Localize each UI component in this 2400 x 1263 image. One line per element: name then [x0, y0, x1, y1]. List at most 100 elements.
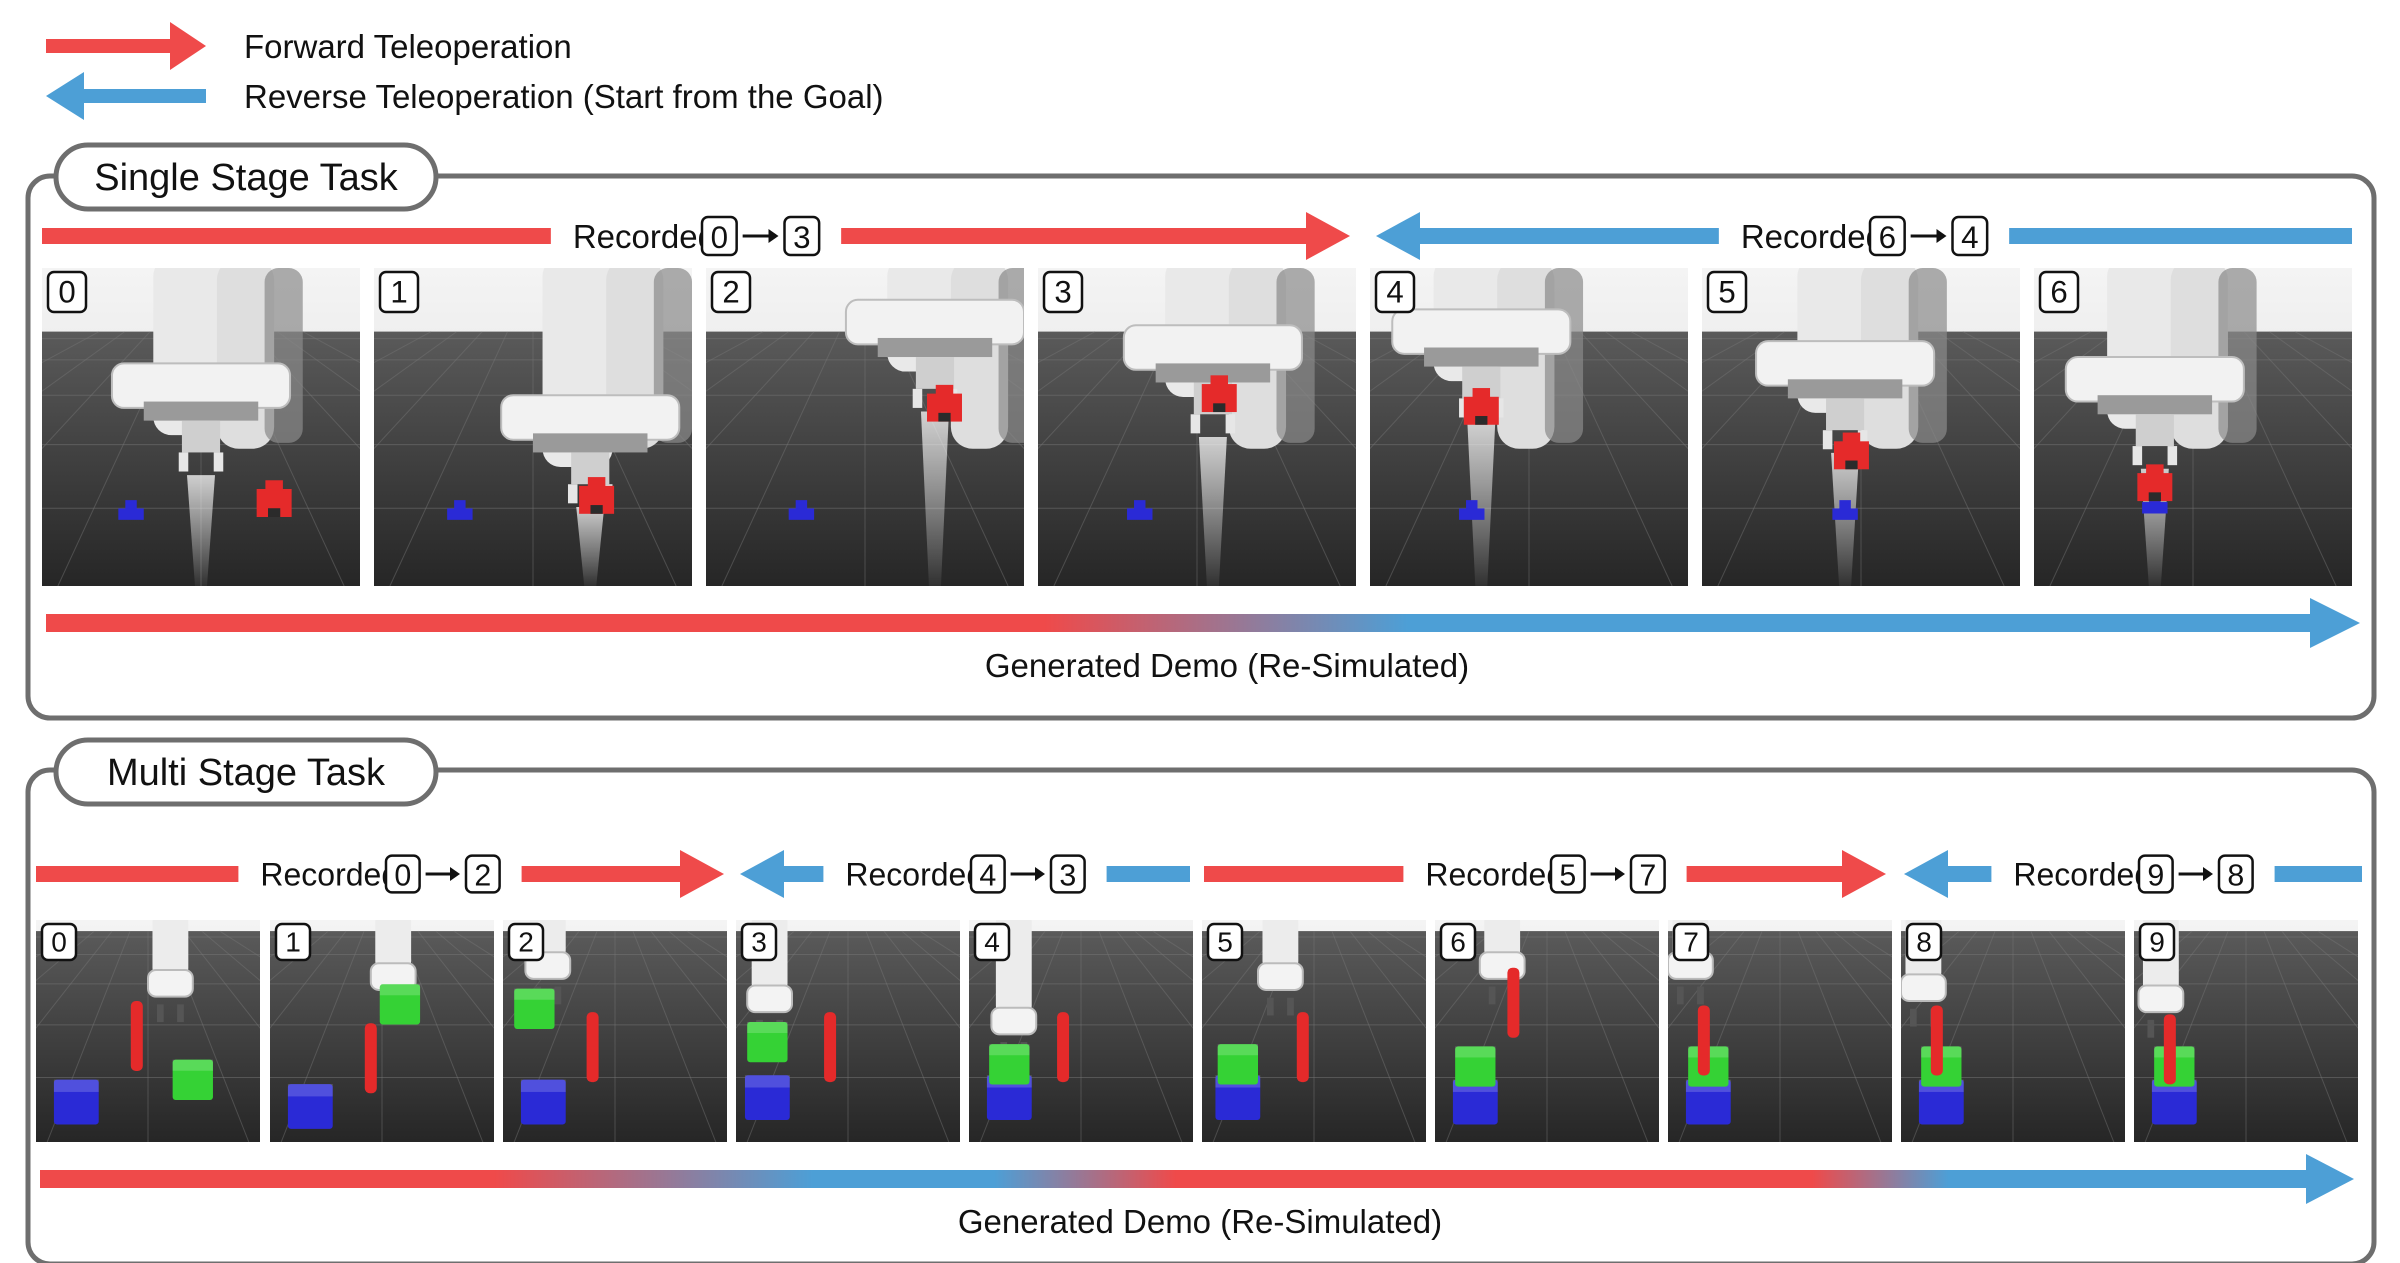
recorded-label: Recorded: [845, 857, 984, 893]
single-frame-3: 3: [1038, 268, 1356, 586]
multi-frame-7: 7: [1668, 920, 1892, 1142]
multi-stage-title: Multi Stage Task: [107, 752, 386, 794]
from-index-label: 6: [1879, 220, 1896, 255]
multi-stage-generated-label: Generated Demo (Re-Simulated): [958, 1203, 1442, 1240]
to-index-label: 2: [474, 859, 491, 893]
frame-index-label: 5: [1217, 926, 1233, 957]
multi-frame-5: 5: [1202, 920, 1426, 1142]
arrow-head-icon: [740, 850, 784, 898]
legend-forward-label: Forward Teleoperation: [244, 28, 572, 65]
small-arrow-right-icon: [1035, 867, 1045, 881]
frame-index-label: 6: [2050, 274, 2067, 309]
frame-index-label: 2: [722, 274, 739, 309]
single-stage-generated-arrow: [46, 598, 2360, 648]
frame-index-label: 8: [1916, 926, 1932, 957]
scene-render: [1435, 920, 1659, 1142]
to-index-label: 8: [2227, 859, 2244, 893]
from-index-label: 0: [711, 220, 728, 255]
blue-arrow-left-icon: [46, 72, 206, 120]
arrow-head-icon: [680, 850, 724, 898]
frame-index-label: 1: [390, 274, 407, 309]
scene-render: [42, 268, 360, 586]
small-arrow-right-icon: [450, 867, 460, 881]
arrow-head-icon: [1306, 212, 1350, 260]
scene-render: [374, 268, 692, 586]
multi-frame-1: 1: [270, 920, 494, 1142]
frame-index-label: 0: [58, 274, 75, 309]
multi-frame-0: 0: [36, 920, 260, 1142]
single-frame-0: 0: [42, 268, 360, 586]
frame-index-label: 4: [1386, 274, 1403, 309]
arrow-head-icon: [1842, 850, 1886, 898]
scene-render: [1668, 920, 1892, 1142]
recorded-label: Recorded: [1425, 857, 1564, 893]
multi-stage-frames: 0 1 2 3 4 5 6 7 8 9: [36, 920, 2358, 1142]
to-index-label: 7: [1639, 859, 1656, 893]
legend: Forward Teleoperation Reverse Teleoperat…: [46, 22, 884, 120]
single-frame-4: 4: [1370, 268, 1688, 586]
scene-render: [1038, 268, 1356, 586]
recorded-label: Recorded: [1741, 218, 1884, 255]
frame-index-label: 2: [518, 926, 534, 957]
recorded-label: Recorded: [2013, 857, 2152, 893]
single-stage-frames: 0 1 2 3 4 5 6: [42, 268, 2352, 586]
frame-index-label: 9: [2149, 926, 2165, 957]
scene-render: [706, 268, 1024, 586]
multi-frame-9: 9: [2134, 920, 2358, 1142]
multi-stage-generated-arrow: [40, 1154, 2354, 1204]
scene-render: [270, 920, 494, 1142]
from-index-label: 9: [2147, 859, 2164, 893]
multi-frame-4: 4: [969, 920, 1193, 1142]
small-arrow-right-icon: [768, 229, 779, 243]
to-index-label: 4: [1961, 220, 1978, 255]
frame-index-label: 6: [1450, 926, 1466, 957]
scene-render: [2034, 268, 2352, 586]
frame-index-label: 1: [285, 926, 301, 957]
multi-frame-3: 3: [736, 920, 960, 1142]
single-frame-6: 6: [2034, 268, 2352, 586]
frame-index-label: 7: [1683, 926, 1699, 957]
small-arrow-right-icon: [1936, 229, 1947, 243]
multi-frame-6: 6: [1435, 920, 1659, 1142]
legend-reverse-label: Reverse Teleoperation (Start from the Go…: [244, 78, 884, 115]
to-index-label: 3: [793, 220, 810, 255]
from-index-label: 5: [1559, 859, 1576, 893]
scene-render: [1370, 268, 1688, 586]
arrow-head-icon: [1904, 850, 1948, 898]
multi-frame-2: 2: [503, 920, 727, 1142]
frame-index-label: 4: [984, 926, 1000, 957]
multi-frame-8: 8: [1901, 920, 2125, 1142]
single-frame-1: 1: [374, 268, 692, 586]
red-arrow-right-icon: [46, 22, 206, 70]
recorded-label: Recorded: [260, 857, 399, 893]
from-index-label: 0: [394, 859, 411, 893]
scene-render: [969, 920, 1193, 1142]
scene-render: [1702, 268, 2020, 586]
from-index-label: 4: [979, 859, 996, 893]
to-index-label: 3: [1059, 859, 1076, 893]
frame-index-label: 3: [1054, 274, 1071, 309]
single-frame-2: 2: [706, 268, 1024, 586]
single-stage-title: Single Stage Task: [94, 157, 398, 199]
frame-index-label: 3: [751, 926, 767, 957]
scene-render: [1202, 920, 1426, 1142]
single-stage-generated-label: Generated Demo (Re-Simulated): [985, 647, 1469, 684]
frame-index-label: 5: [1718, 274, 1735, 309]
small-arrow-right-icon: [1615, 867, 1625, 881]
frame-index-label: 0: [51, 926, 67, 957]
recorded-label: Recorded: [573, 218, 716, 255]
single-frame-5: 5: [1702, 268, 2020, 586]
arrow-head-icon: [1376, 212, 1420, 260]
small-arrow-right-icon: [2203, 867, 2213, 881]
